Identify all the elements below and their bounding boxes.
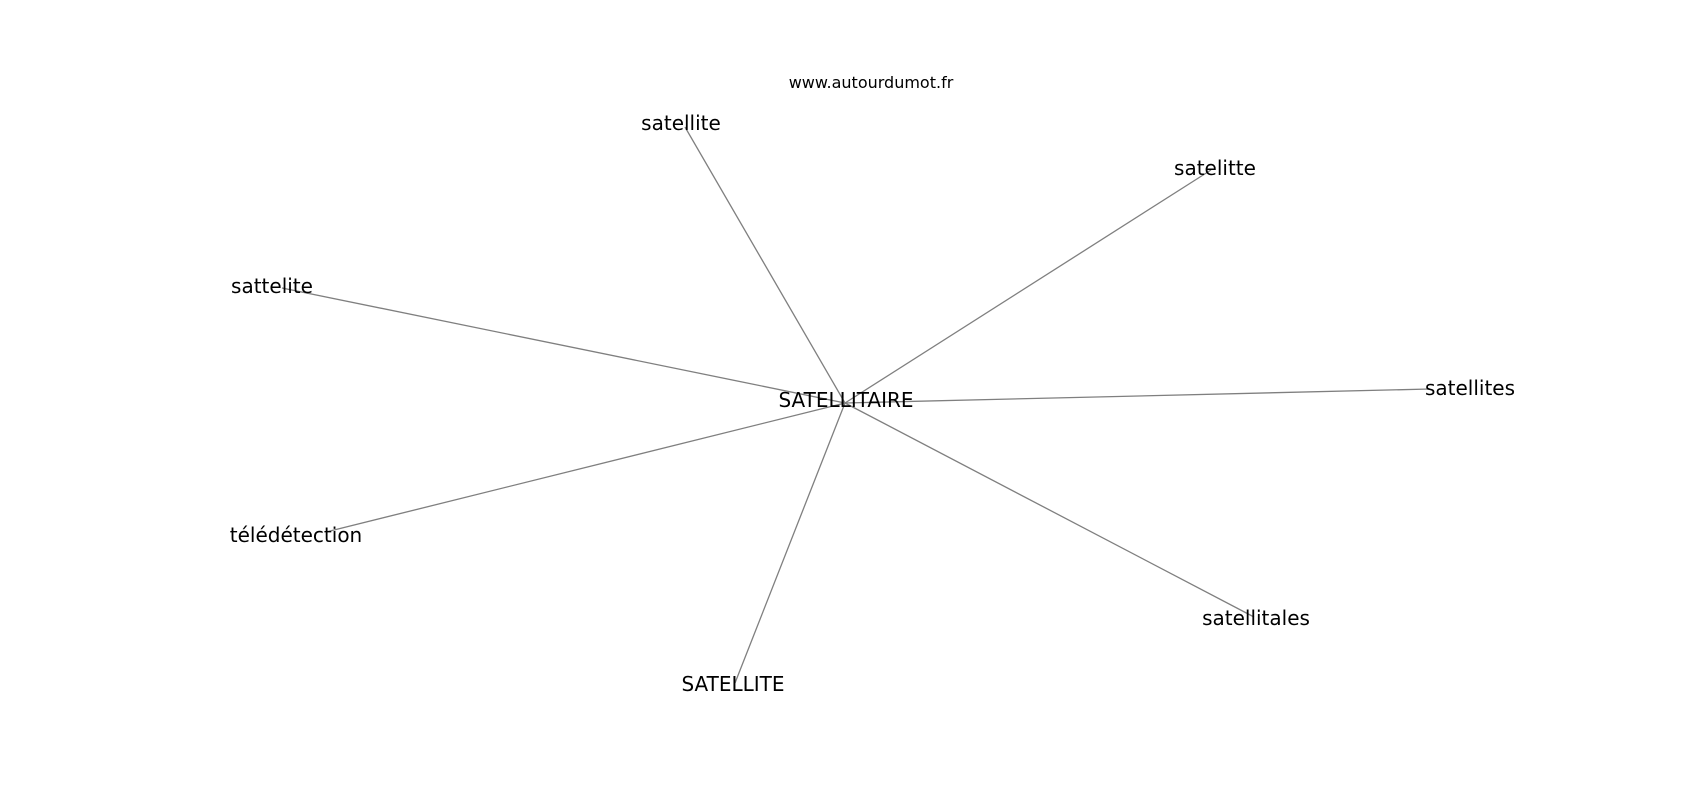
edge-satellite xyxy=(684,126,846,404)
edge-teledetection xyxy=(325,402,846,533)
node-label-satellites[interactable]: satellites xyxy=(1425,376,1515,400)
node-label-sattelite[interactable]: sattelite xyxy=(231,274,313,298)
node-label-satellite[interactable]: satellite xyxy=(641,111,721,135)
node-label-teledetection[interactable]: télédétection xyxy=(230,523,362,547)
edges-layer xyxy=(281,126,1431,684)
watermark-text: www.autourdumot.fr xyxy=(789,73,954,92)
node-label-satellite-upper[interactable]: SATELLITE xyxy=(681,672,784,696)
edge-satellite-upper xyxy=(734,402,846,684)
node-label-satelitte[interactable]: satelitte xyxy=(1174,156,1256,180)
edge-satellites xyxy=(844,388,1431,404)
edge-satellitales xyxy=(844,402,1255,618)
edge-satelitte xyxy=(844,169,1212,404)
node-label-satellitales[interactable]: satellitales xyxy=(1202,606,1310,630)
node-label-center[interactable]: SATELLITAIRE xyxy=(778,388,913,412)
labels-layer: SATELLITAIRE satellite satelitte satteli… xyxy=(230,111,1515,696)
edge-sattelite xyxy=(281,287,846,404)
